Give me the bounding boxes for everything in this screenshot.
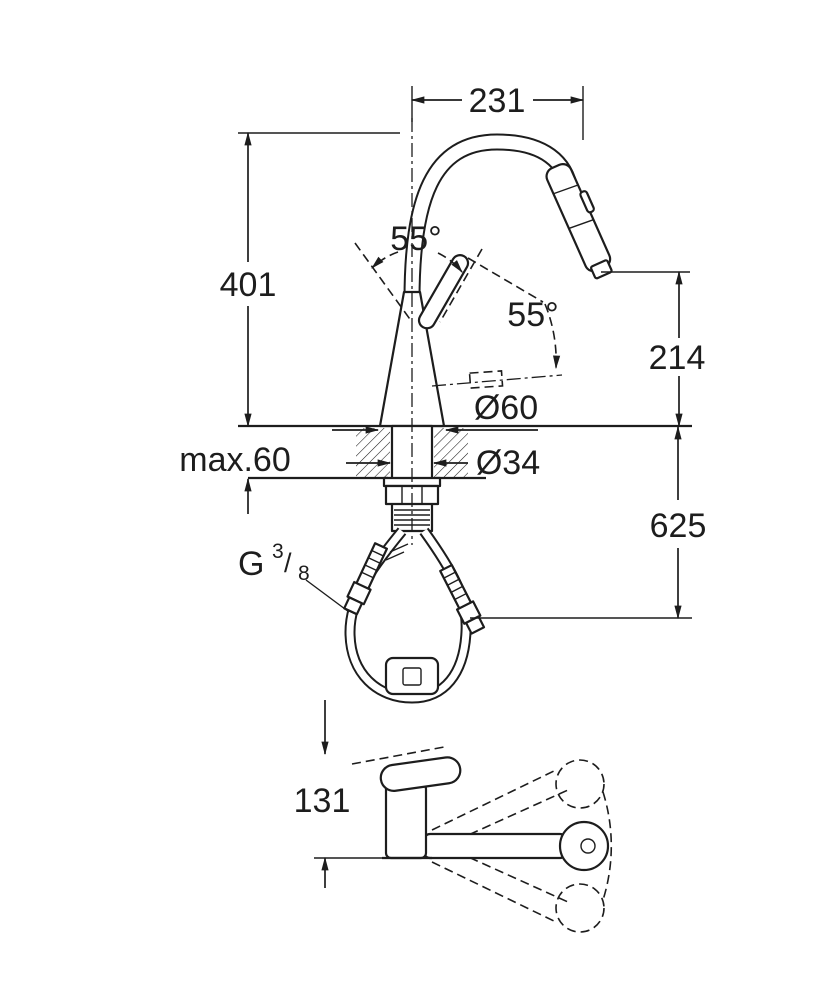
spray-head: [545, 163, 613, 280]
spout-gooseneck: [403, 133, 579, 301]
fixing-stud-right: [439, 563, 486, 635]
dim-base-diameter: Ø60: [474, 389, 538, 427]
dim-angle-front: 55°: [390, 220, 441, 258]
spray-nozzle: [589, 259, 613, 280]
thread-denominator: 8: [298, 562, 310, 585]
side-view: [379, 756, 613, 933]
hose-weight: [384, 656, 440, 696]
dim-angle-side: 55°: [507, 296, 558, 334]
phantom-handle: [468, 370, 504, 389]
thread-slash: /: [284, 548, 292, 578]
counter-hatch-left: [356, 428, 390, 477]
thread-letter: G: [238, 545, 264, 583]
dim-spout-reach-lines: [410, 86, 585, 140]
countertop-section: [238, 424, 692, 480]
dim-side-height: 131: [294, 782, 351, 820]
dim-outlet-height: 214: [649, 339, 706, 377]
side-spray-head: [558, 820, 610, 872]
thread-numerator: 3: [272, 540, 284, 563]
dim-max-thickness: max.60: [179, 441, 291, 479]
spray-button: [579, 190, 595, 214]
dim-angle-side-lines: [431, 257, 563, 389]
faucet-body: [378, 290, 446, 428]
dim-clearance-lines: [470, 425, 692, 620]
thread-callout: G 3 / 8: [238, 540, 350, 613]
side-spout-arm: [422, 832, 568, 860]
dim-height-lines: [238, 131, 400, 428]
side-lever-handle: [379, 756, 462, 792]
dim-clearance-below: 625: [650, 507, 707, 545]
dim-outlet-height-lines: [601, 270, 690, 428]
dim-spout-reach: 231: [469, 82, 526, 120]
dim-side-height-lines: [314, 700, 445, 888]
dim-angle-front-lines: [354, 242, 483, 323]
fixing-stud-left: [343, 542, 388, 616]
dim-height: 401: [220, 266, 277, 304]
thread-ticks: [394, 509, 430, 526]
counter-hatch-right: [434, 428, 468, 477]
dim-hole-diameter: Ø34: [476, 444, 540, 482]
lever-handle: [417, 254, 470, 330]
side-body: [384, 782, 428, 860]
dimension-annotations: 231 401 55° 55° 214: [179, 82, 706, 888]
front-view: [238, 118, 692, 704]
